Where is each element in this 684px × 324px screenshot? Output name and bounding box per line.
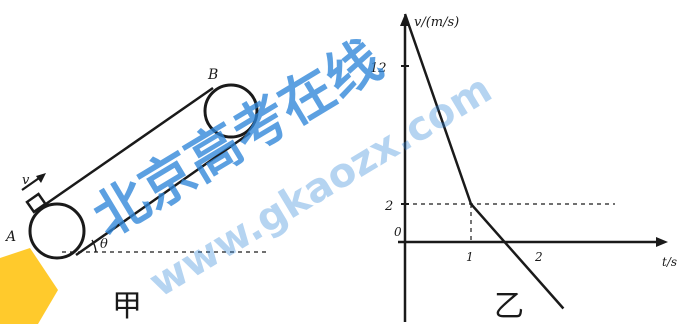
pulley-b	[203, 83, 259, 139]
caption-yi: 乙	[494, 289, 524, 324]
belt-bottom	[75, 131, 251, 257]
tick-label-12: 12	[370, 61, 387, 76]
label-a: A	[4, 229, 16, 245]
block	[25, 192, 48, 214]
belt-top	[42, 86, 214, 208]
vt-graph: 12 2 0 1 2 v/(m/s) t/s 乙	[370, 13, 677, 324]
y-axis-label: v/(m/s)	[414, 15, 459, 30]
conveyor-diagram: A B v θ 甲	[4, 67, 270, 324]
origin-label: 0	[394, 225, 402, 239]
caption-jia: 甲	[112, 289, 142, 324]
label-v: v	[22, 173, 30, 188]
velocity-curve	[403, 13, 565, 310]
velocity-arrow	[21, 173, 46, 191]
pulley-a	[28, 202, 86, 260]
label-b: B	[207, 67, 218, 83]
tick-label-2: 2	[384, 199, 393, 214]
t-axis-arrow-icon	[656, 237, 668, 247]
label-theta: θ	[100, 237, 108, 252]
x-axis-label: t/s	[662, 255, 677, 269]
tick-label-t1: 1	[466, 250, 474, 264]
tick-label-t2: 2	[534, 250, 543, 264]
angle-arc	[91, 239, 97, 253]
watermark-accent-shape	[0, 248, 58, 324]
